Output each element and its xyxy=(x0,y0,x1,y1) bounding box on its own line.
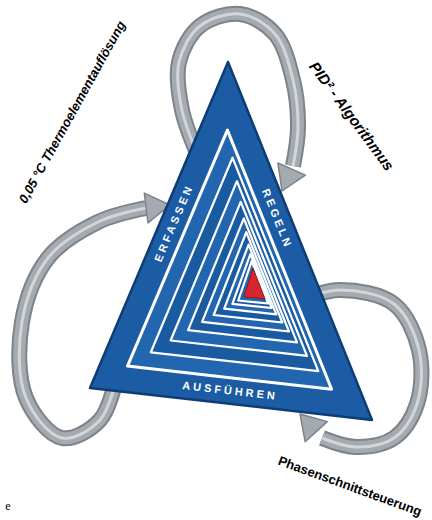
outer-triangle xyxy=(90,62,372,420)
arrow-caption: PID² - Algorithmus xyxy=(307,59,397,173)
nested-triangle xyxy=(238,261,268,303)
triangle-shape xyxy=(84,56,378,426)
arrow-caption: 0,05 °C Thermoelementauflösung xyxy=(16,19,127,206)
nested-triangle xyxy=(151,158,318,372)
arrow-head xyxy=(278,163,306,191)
stray-letter: e xyxy=(5,500,10,512)
nested-triangle xyxy=(214,232,283,322)
nested-triangle xyxy=(202,218,289,331)
nested-triangle xyxy=(232,254,271,308)
triangle-node: ERFASSENREGELNAUSFÜHREN xyxy=(84,56,378,426)
arrow-caption: Phasenschnittsteuerung xyxy=(276,454,423,518)
nested-triangle xyxy=(224,245,276,315)
nested-triangle xyxy=(171,181,307,356)
nested-triangle xyxy=(128,130,332,389)
core-triangle xyxy=(244,268,265,299)
arrow-head xyxy=(300,414,327,442)
